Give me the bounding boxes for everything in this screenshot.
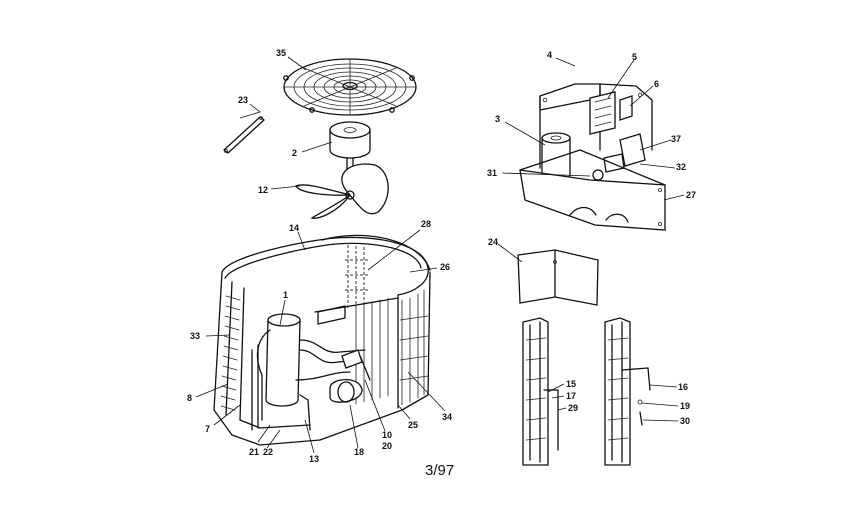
- label-33: 33: [190, 331, 200, 341]
- label-5: 5: [632, 52, 637, 62]
- service-valve: [341, 349, 371, 381]
- label-22: 22: [263, 447, 273, 457]
- fan-motor: [329, 121, 371, 171]
- label-16: 16: [678, 382, 688, 392]
- capacitor: [541, 132, 571, 181]
- side-panel-right: [604, 317, 651, 466]
- label-23: 23: [238, 95, 248, 105]
- part-labels: 35 23 2 12 14 28 26 1 33 8 7 21 22 13 18…: [187, 48, 696, 464]
- label-26: 26: [440, 262, 450, 272]
- label-14: 14: [289, 223, 299, 233]
- label-8: 8: [187, 393, 192, 403]
- coil-fins-right: [355, 289, 429, 406]
- date-code: 3/97: [425, 462, 454, 479]
- label-4: 4: [547, 50, 552, 60]
- label-13: 13: [309, 454, 319, 464]
- label-32: 32: [676, 162, 686, 172]
- label-27: 27: [686, 190, 696, 200]
- condenser-cabinet: [213, 234, 431, 446]
- coil-fins-left: [220, 295, 241, 411]
- label-18: 18: [354, 447, 364, 457]
- access-panel: [517, 249, 599, 306]
- label-25: 25: [408, 420, 418, 430]
- label-21: 21: [249, 447, 259, 457]
- fan-blade: [295, 163, 389, 219]
- label-24: 24: [488, 237, 498, 247]
- label-28: 28: [421, 219, 431, 229]
- label-31: 31: [487, 168, 497, 178]
- contactor: [589, 91, 616, 135]
- label-34: 34: [442, 412, 452, 422]
- label-37: 37: [671, 134, 681, 144]
- label-20: 20: [382, 441, 392, 451]
- relay: [619, 95, 633, 121]
- leader-lines: [195, 56, 685, 454]
- label-12: 12: [258, 185, 268, 195]
- label-2: 2: [292, 148, 297, 158]
- control-box-cover: [519, 149, 666, 231]
- label-10: 10: [382, 430, 392, 440]
- fan-guard: [283, 58, 417, 116]
- fan-bracket: [223, 116, 265, 154]
- label-7: 7: [205, 424, 210, 434]
- label-19: 19: [680, 401, 690, 411]
- label-3: 3: [495, 114, 500, 124]
- side-panel-left: [522, 317, 559, 466]
- label-29: 29: [568, 403, 578, 413]
- accumulator: [329, 378, 363, 403]
- label-17: 17: [566, 391, 576, 401]
- label-1: 1: [283, 290, 288, 300]
- label-30: 30: [680, 416, 690, 426]
- label-35: 35: [276, 48, 286, 58]
- label-15: 15: [566, 379, 576, 389]
- compressor-assembly: [251, 305, 366, 431]
- label-6: 6: [654, 79, 659, 89]
